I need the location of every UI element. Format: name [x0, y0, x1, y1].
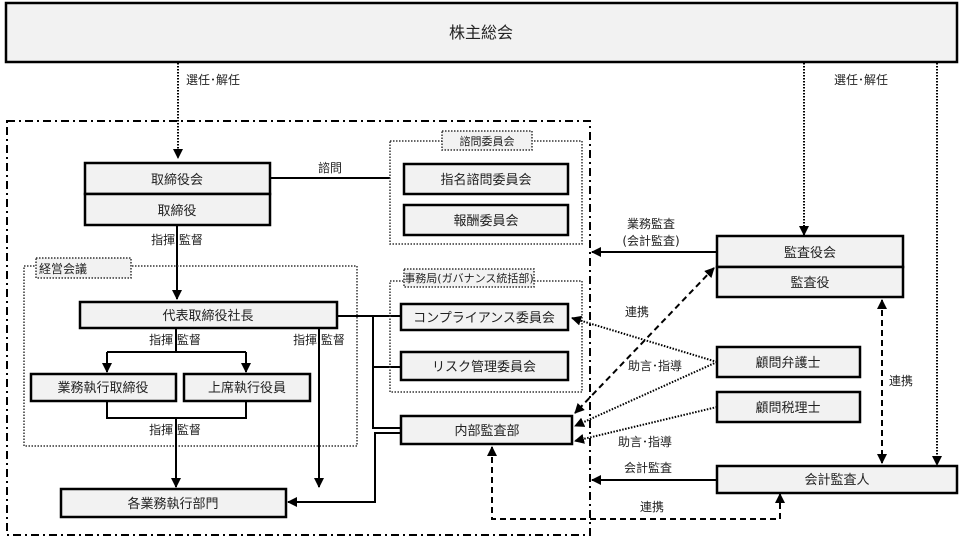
audit-to-departments: [287, 432, 402, 507]
command-label-4: 指揮 監督: [149, 422, 201, 437]
president-box[interactable]: [78, 300, 339, 330]
company-boundary: [6, 120, 591, 536]
secretariat-group-label: 事務局(ガバナンス統括部): [404, 271, 533, 285]
risk-box[interactable]: [399, 350, 570, 382]
internal-audit-label: 内部監査部: [454, 423, 519, 439]
collab-label-1: 連携: [625, 304, 649, 319]
tax-to-internal-audit: [574, 406, 718, 444]
audit-board-box[interactable]: [715, 234, 905, 269]
remuneration-box[interactable]: [402, 203, 570, 237]
consult-label: 諮問: [318, 161, 342, 175]
officers-merge: [106, 401, 247, 419]
directors-label: 取締役: [157, 203, 196, 219]
elect-right-label: 選任･解任: [834, 73, 888, 87]
accounting-auditor-label: 会計監査人: [804, 472, 869, 488]
advice-label-1: 助言･指導: [628, 358, 682, 373]
legal-advisor-label: 顧問弁護士: [755, 355, 820, 371]
tax-advisor-box[interactable]: [715, 390, 862, 424]
secretariat-group-tag: [403, 268, 535, 288]
collab-label-2: 連携: [889, 373, 913, 388]
advice-label-2: 助言･指導: [618, 434, 672, 449]
departments-box[interactable]: [59, 487, 288, 519]
remuneration-label: 報酬委員会: [453, 214, 518, 229]
departments-label: 各業務執行部門: [127, 496, 218, 512]
senior-officers-label: 上席執行役員: [208, 380, 286, 396]
compliance-box[interactable]: [399, 302, 570, 332]
auditors-label: 監査役: [790, 275, 829, 291]
internal-audit-box[interactable]: [399, 414, 574, 446]
president-label: 代表取締役社長: [162, 308, 253, 324]
audit-board-label: 監査役会: [784, 245, 836, 261]
risk-label: リスク管理委員会: [432, 360, 536, 375]
business-audit-label-2: (会計監査): [622, 233, 679, 248]
legal-to-compliance: [571, 315, 718, 363]
command-label-1: 指揮 監督: [151, 232, 203, 247]
compliance-label: コンプライアンス委員会: [413, 311, 555, 326]
nomination-label: 指名諮問委員会: [440, 172, 531, 188]
management-group-label: 経営会議: [39, 262, 87, 276]
advisory-group-tag: [441, 130, 533, 151]
collab-label-3: 連携: [640, 499, 664, 514]
directors-box[interactable]: [83, 192, 272, 227]
auditors-box[interactable]: [715, 265, 905, 299]
elect-left-label: 選任･解任: [186, 73, 240, 87]
exec-directors-box[interactable]: [29, 372, 178, 403]
shareholders-label: 株主総会: [449, 23, 513, 42]
shareholders-box[interactable]: [4, 1, 959, 64]
collab-internal-accounting: [487, 446, 785, 520]
accounting-audit-label: 会計監査: [624, 460, 672, 475]
business-audit-label-1: 業務監査: [627, 216, 675, 231]
management-group-tag: [35, 257, 132, 279]
advisory-group-label: 諮問委員会: [460, 134, 515, 148]
tax-advisor-label: 顧問税理士: [755, 401, 820, 416]
senior-officers-box[interactable]: [182, 372, 312, 403]
board-label: 取締役会: [151, 172, 203, 188]
nomination-box[interactable]: [402, 162, 570, 196]
committee-bus: [372, 316, 402, 429]
management-group: [23, 265, 358, 447]
legal-to-internal-audit: [574, 361, 718, 427]
exec-directors-label: 業務執行取締役: [57, 380, 148, 396]
